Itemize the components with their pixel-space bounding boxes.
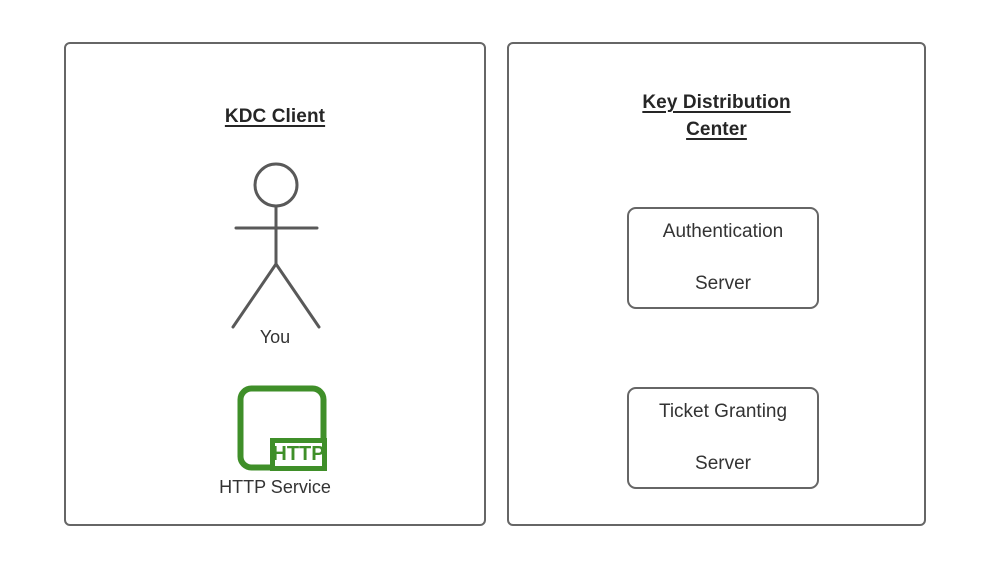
http-badge-box — [270, 438, 327, 471]
http-service-icon: HTTP — [237, 385, 327, 471]
stick-figure-leg-left — [231, 262, 278, 329]
panel-kdc-client-title: KDC Client — [66, 103, 484, 130]
stick-figure-leg-right — [274, 262, 321, 329]
authentication-server-line-2: Server — [695, 273, 751, 294]
http-service-label: HTTP Service — [219, 477, 331, 497]
ticket-granting-server-line-2: Server — [695, 453, 751, 474]
ticket-granting-server-line-1: Ticket Granting — [658, 401, 788, 422]
panel-kdc-client: KDC Client You HTTP HTTP — [64, 42, 486, 526]
panel-key-distribution-center-title: Key Distribution Center — [509, 89, 924, 143]
panel-kdc-title-line-1: Key Distribution — [642, 92, 791, 113]
actor-stick-figure-icon — [231, 162, 321, 329]
actor-you-label: You — [259, 327, 291, 347]
stick-figure-head — [253, 162, 299, 208]
authentication-server-line-1: Authentication — [662, 221, 784, 242]
http-badge-text: HTTP — [272, 443, 324, 465]
panel-kdc-title-line-2: Center — [686, 119, 747, 140]
panel-kdc-client-title-line-1: KDC Client — [224, 106, 326, 127]
